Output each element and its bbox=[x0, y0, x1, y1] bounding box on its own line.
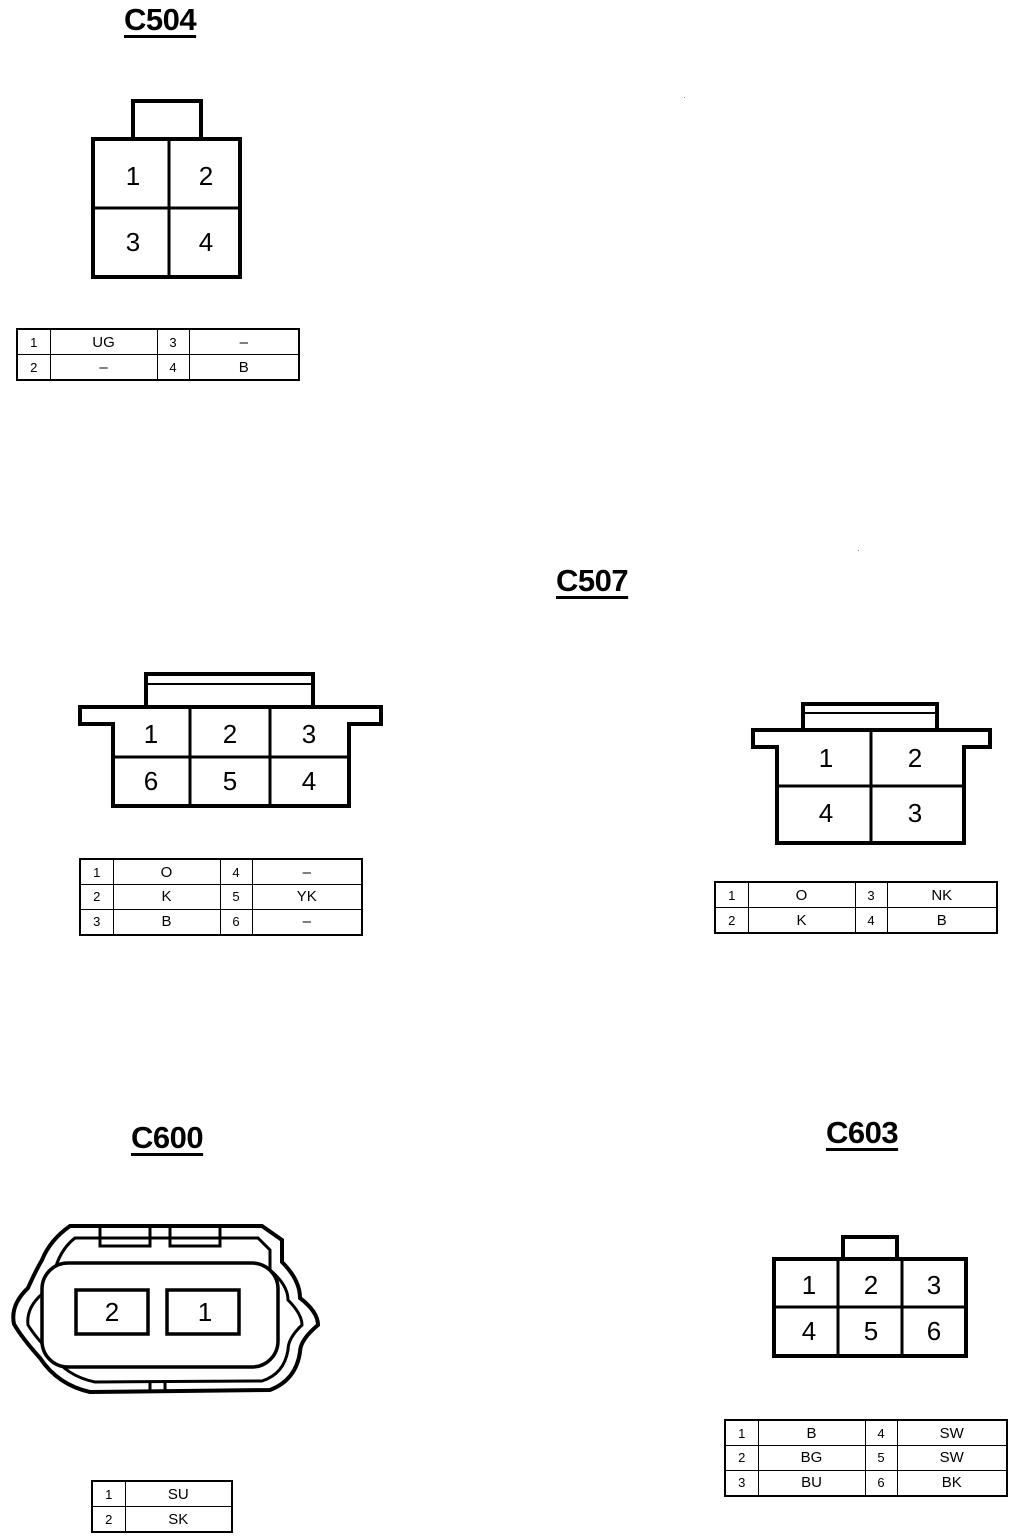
connector-face-c504: 1 2 3 4 bbox=[91, 99, 242, 279]
table-row: 2 BG 5 SW bbox=[724, 1445, 1008, 1471]
wire-color: O bbox=[747, 881, 856, 908]
pin-label: 4 bbox=[819, 798, 833, 828]
pin-number: 3 bbox=[156, 328, 190, 355]
pin-number: 3 bbox=[854, 881, 888, 908]
wire-color: NK bbox=[886, 881, 998, 908]
pin-label: 2 bbox=[199, 161, 213, 191]
pin-number: 5 bbox=[219, 884, 253, 910]
wire-color: – bbox=[251, 858, 363, 886]
wire-color: – bbox=[188, 328, 300, 355]
pin-number: 4 bbox=[864, 1419, 898, 1447]
pin-number: 1 bbox=[91, 1480, 126, 1507]
pin-number: 4 bbox=[219, 858, 253, 886]
wire-color: SW bbox=[896, 1419, 1008, 1447]
table-row: 2 – 4 B bbox=[16, 354, 300, 381]
table-row: 2 K 5 YK bbox=[79, 884, 363, 910]
pin-number: 3 bbox=[79, 908, 114, 936]
pin-label: 1 bbox=[126, 161, 140, 191]
table-row: 1 O 4 – bbox=[79, 858, 363, 886]
wire-color: O bbox=[112, 858, 221, 886]
pin-label: 2 bbox=[908, 743, 922, 773]
pin-number: 2 bbox=[91, 1506, 126, 1533]
wire-color: K bbox=[112, 884, 221, 910]
connector-title-c504: C504 bbox=[124, 2, 197, 37]
connector-face-c603: 1 2 3 4 5 6 bbox=[772, 1235, 968, 1358]
pin-number: 2 bbox=[79, 884, 114, 910]
wire-color: YK bbox=[251, 884, 363, 910]
connector-face-6pin: 1 2 3 6 5 4 bbox=[78, 672, 383, 808]
pin-label: 2 bbox=[864, 1270, 878, 1300]
table-row: 2 SK bbox=[91, 1506, 233, 1533]
wire-color: SU bbox=[124, 1480, 233, 1507]
connector-face-c600: 2 1 bbox=[11, 1224, 321, 1395]
pin-number: 2 bbox=[714, 907, 749, 934]
pin-label: 1 bbox=[198, 1297, 212, 1327]
pin-label: 2 bbox=[223, 719, 237, 749]
wire-color: BK bbox=[896, 1469, 1008, 1497]
wire-color: K bbox=[747, 907, 856, 934]
table-row: 2 K 4 B bbox=[714, 907, 998, 934]
table-row: 3 BU 6 BK bbox=[724, 1469, 1008, 1497]
pin-number: 2 bbox=[724, 1445, 759, 1471]
scan-speck bbox=[858, 550, 859, 551]
wire-color: SW bbox=[896, 1445, 1008, 1471]
table-row: 1 O 3 NK bbox=[714, 881, 998, 908]
pin-label: 3 bbox=[302, 719, 316, 749]
connector-title-c600: C600 bbox=[131, 1120, 204, 1155]
pin-label: 3 bbox=[927, 1270, 941, 1300]
wire-color: – bbox=[251, 908, 363, 936]
pin-label: 1 bbox=[144, 719, 158, 749]
wire-color: B bbox=[188, 354, 300, 381]
wire-color: B bbox=[886, 907, 998, 934]
pin-label: 1 bbox=[802, 1270, 816, 1300]
pin-number: 3 bbox=[724, 1469, 759, 1497]
pin-table-c603: 1 B 4 SW 2 BG 5 SW 3 BU 6 BK bbox=[724, 1419, 1008, 1497]
pin-label: 6 bbox=[927, 1316, 941, 1346]
pin-label: 2 bbox=[105, 1297, 119, 1327]
pin-table-c504: 1 UG 3 – 2 – 4 B bbox=[16, 328, 300, 381]
pin-label: 5 bbox=[864, 1316, 878, 1346]
pin-label: 6 bbox=[144, 766, 158, 796]
pin-number: 4 bbox=[156, 354, 190, 381]
pin-number: 4 bbox=[854, 907, 888, 934]
pin-label: 4 bbox=[302, 766, 316, 796]
connector-face-c507: 1 2 4 3 bbox=[751, 702, 992, 845]
pin-label: 4 bbox=[802, 1316, 816, 1346]
table-row: 1 UG 3 – bbox=[16, 328, 300, 355]
pin-number: 6 bbox=[864, 1469, 898, 1497]
connector-title-c603: C603 bbox=[826, 1115, 899, 1150]
pin-number: 1 bbox=[79, 858, 114, 886]
pin-label: 5 bbox=[223, 766, 237, 796]
connector-title-c507: C507 bbox=[556, 563, 629, 598]
table-row: 1 SU bbox=[91, 1480, 233, 1507]
pin-label: 3 bbox=[126, 227, 140, 257]
pin-number: 1 bbox=[714, 881, 749, 908]
table-row: 1 B 4 SW bbox=[724, 1419, 1008, 1447]
pin-label: 1 bbox=[819, 743, 833, 773]
wire-color: – bbox=[49, 354, 158, 381]
pin-number: 2 bbox=[16, 354, 51, 381]
pin-number: 1 bbox=[16, 328, 51, 355]
pin-table-6pin: 1 O 4 – 2 K 5 YK 3 B 6 – bbox=[79, 858, 363, 936]
pin-label: 3 bbox=[908, 798, 922, 828]
pin-number: 1 bbox=[724, 1419, 759, 1447]
pin-table-c507: 1 O 3 NK 2 K 4 B bbox=[714, 881, 998, 934]
wire-color: BU bbox=[757, 1469, 866, 1497]
wire-color: SK bbox=[124, 1506, 233, 1533]
wire-color: B bbox=[112, 908, 221, 936]
wire-color: B bbox=[757, 1419, 866, 1447]
wire-color: UG bbox=[49, 328, 158, 355]
table-row: 3 B 6 – bbox=[79, 908, 363, 936]
pin-label: 4 bbox=[199, 227, 213, 257]
pin-number: 5 bbox=[864, 1445, 898, 1471]
wire-color: BG bbox=[757, 1445, 866, 1471]
pin-number: 6 bbox=[219, 908, 253, 936]
scan-speck bbox=[684, 97, 685, 98]
pin-table-c600: 1 SU 2 SK bbox=[91, 1480, 233, 1533]
